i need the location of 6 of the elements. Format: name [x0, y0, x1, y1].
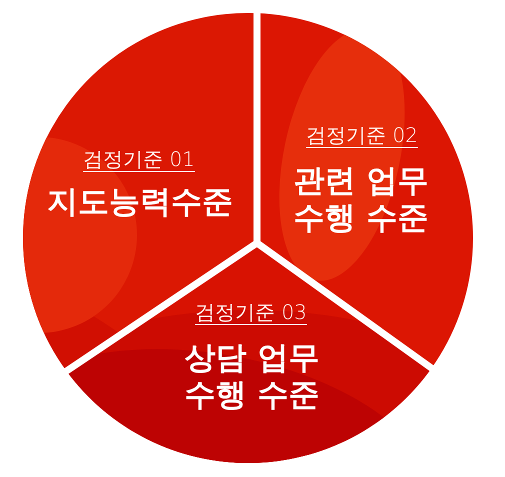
criterion-label: 검정기준 02 — [306, 122, 418, 149]
criterion-label: 검정기준 03 — [195, 299, 307, 326]
criterion-label: 검정기준 01 — [83, 146, 195, 173]
sector-title: 관련 업무 수행 수준 — [292, 163, 430, 237]
sector-title: 지도능력수준 — [47, 184, 233, 221]
sector-title: 상담 업무 수행 수준 — [184, 340, 320, 414]
